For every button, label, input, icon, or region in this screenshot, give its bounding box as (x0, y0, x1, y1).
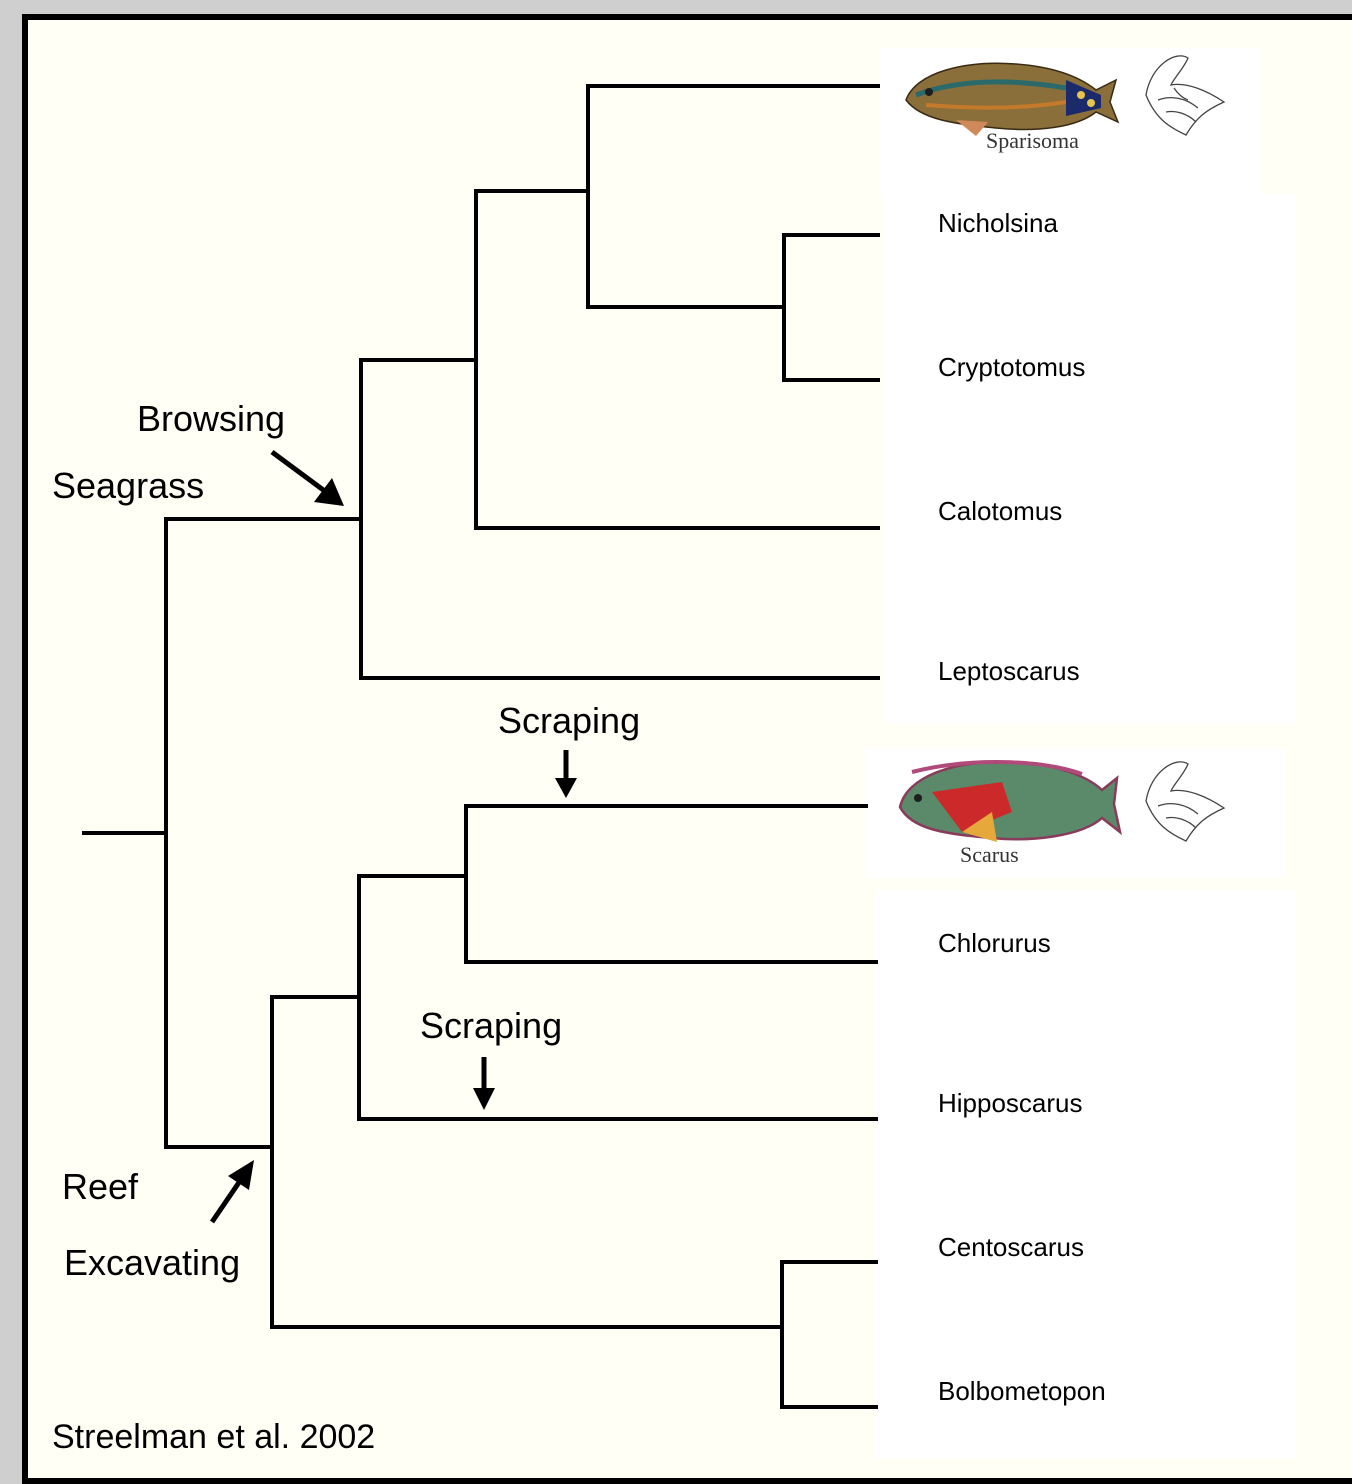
browsing-arrow-shaft (272, 452, 326, 492)
taxon-label-chlorurus: Chlorurus (938, 928, 1051, 959)
scarus-caption: Scarus (960, 842, 1019, 868)
taxon-label-hipposcarus: Hipposcarus (938, 1088, 1083, 1119)
browsing-arrow-head (314, 478, 344, 506)
taxon-label-cryptotomus: Cryptotomus (938, 352, 1085, 383)
taxon-label-leptoscarus: Leptoscarus (938, 656, 1080, 687)
excavating-arrow-shaft (212, 1178, 242, 1222)
annotation-scraping-upper: Scraping (498, 700, 640, 742)
annotation-excavating: Excavating (64, 1242, 240, 1284)
scraping-arrow-lower-head (473, 1088, 495, 1110)
sparisoma-fish-icon (906, 63, 1118, 136)
sparisoma-jaw-icon (1146, 56, 1224, 135)
sparisoma-caption: Sparisoma (986, 128, 1079, 154)
annotation-reef: Reef (62, 1166, 138, 1208)
annotation-scraping-lower: Scraping (420, 1005, 562, 1047)
citation: Streelman et al. 2002 (52, 1418, 375, 1457)
scraping-arrow-upper-head (555, 778, 577, 798)
excavating-arrow-head (228, 1160, 254, 1190)
taxon-label-calotomus: Calotomus (938, 496, 1062, 527)
scarus-illustration-icon (892, 752, 1242, 862)
scarus-fish-icon (900, 762, 1120, 842)
scarus-jaw-icon (1146, 762, 1224, 841)
annotation-seagrass: Seagrass (52, 465, 204, 507)
taxon-label-bolbometopon: Bolbometopon (938, 1376, 1106, 1407)
taxon-label-nicholsina: Nicholsina (938, 208, 1058, 239)
annotation-browsing: Browsing (137, 398, 285, 440)
taxon-label-centoscarus: Centoscarus (938, 1232, 1084, 1263)
